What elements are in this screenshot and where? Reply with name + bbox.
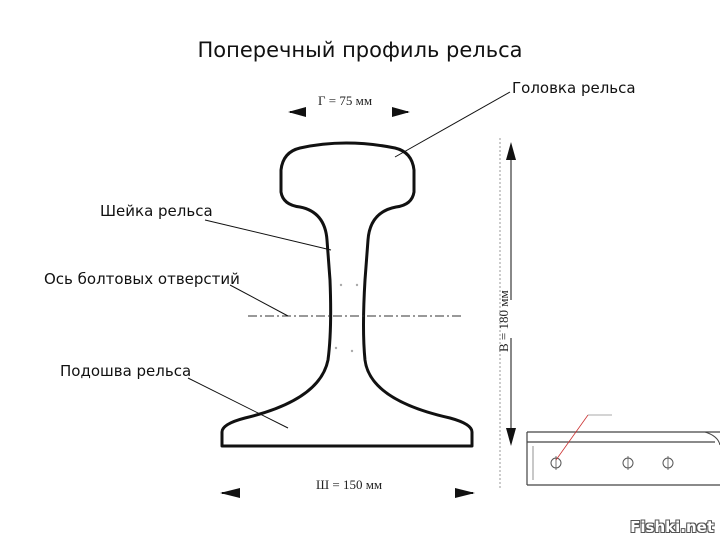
head-width-arrows bbox=[288, 107, 410, 117]
diagram-title: Поперечный профиль рельса bbox=[197, 38, 523, 62]
dimension-head-width: Г = 75 мм bbox=[318, 93, 373, 108]
dimension-base-width: Ш = 150 мм bbox=[316, 477, 383, 492]
dimension-height: В = 180 мм bbox=[496, 290, 511, 352]
height-dimension-line bbox=[499, 138, 516, 490]
bolt-axis-leader-line bbox=[229, 284, 289, 317]
label-rail-base: Подошва рельса bbox=[60, 362, 192, 380]
rail-profile-outline bbox=[220, 141, 474, 448]
base-width-arrows bbox=[220, 488, 475, 498]
label-rail-head: Головка рельса bbox=[512, 79, 636, 97]
base-leader-line bbox=[187, 377, 289, 429]
rail-side-view-inset bbox=[526, 414, 720, 486]
web-leader-line bbox=[204, 219, 332, 251]
watermark-logo: Fishki.net bbox=[630, 518, 714, 536]
label-bolt-axis: Ось болтовых отверстий bbox=[44, 270, 240, 288]
head-leader-line bbox=[394, 91, 511, 158]
label-rail-web: Шейка рельса bbox=[100, 202, 213, 220]
bolt-hole-marks bbox=[334, 283, 359, 353]
